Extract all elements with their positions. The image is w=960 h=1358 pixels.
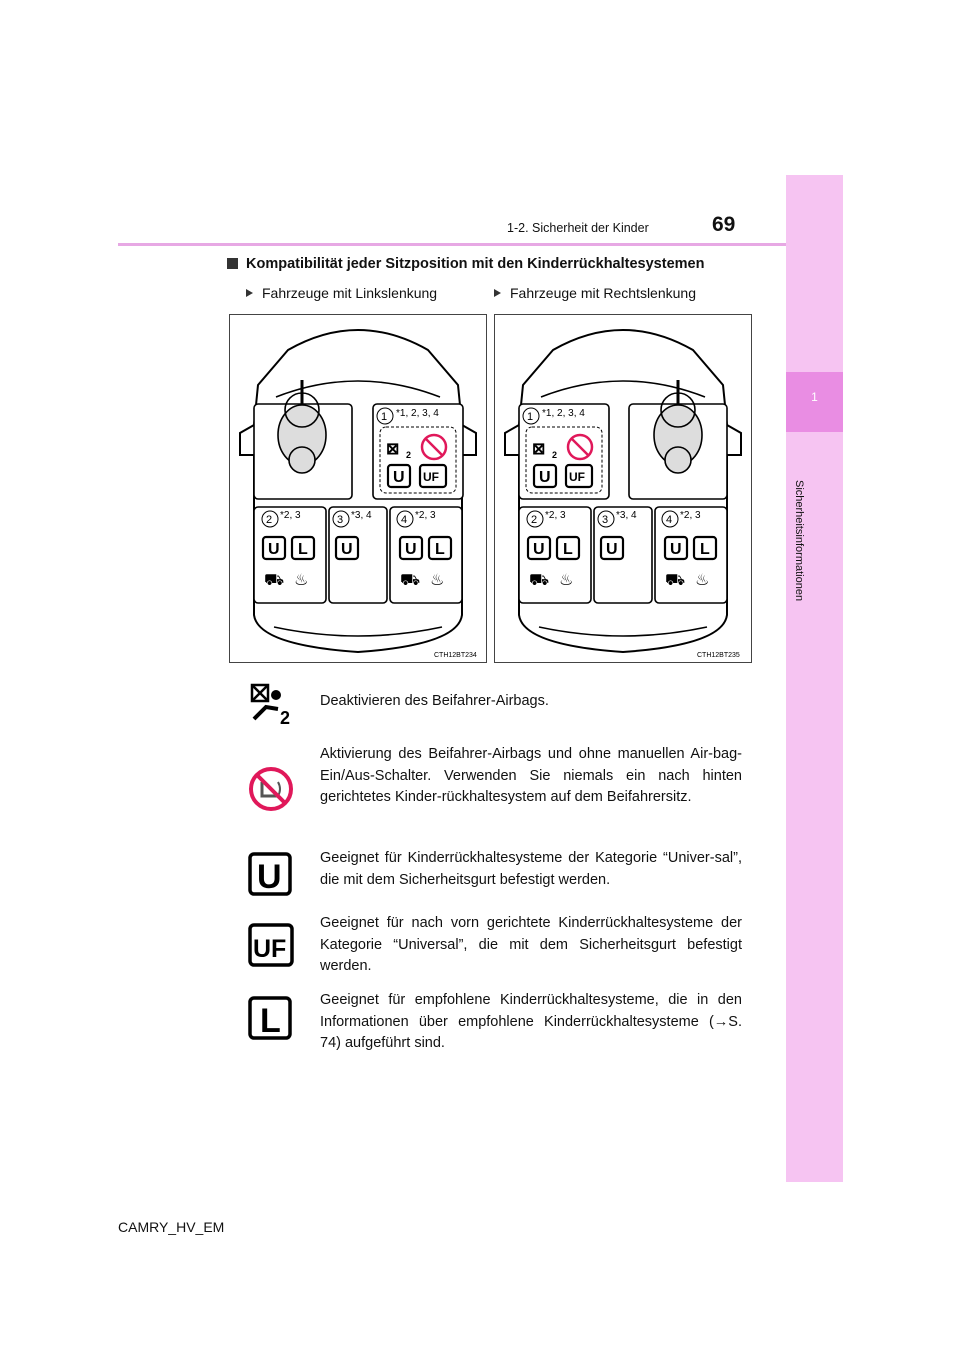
figure-label-rhd: Fahrzeuge mit Rechtslenkung bbox=[494, 285, 696, 301]
svg-text:U: U bbox=[257, 858, 282, 896]
svg-text:⛟: ⛟ bbox=[529, 572, 549, 589]
svg-text:♨: ♨ bbox=[695, 572, 709, 589]
no-rear-facing-seat-icon bbox=[249, 767, 293, 811]
legend-text: Geeignet für empfohlene Kinderrückhaltes… bbox=[320, 992, 742, 1051]
rhd-seat-1-u-code: U bbox=[539, 469, 551, 486]
svg-text:⛟: ⛟ bbox=[400, 572, 420, 589]
svg-text:♨: ♨ bbox=[294, 572, 308, 589]
uf-box-icon: UF bbox=[248, 923, 294, 967]
svg-text:2: 2 bbox=[280, 708, 290, 725]
seat-4-l-code: L bbox=[435, 541, 445, 558]
svg-text:⊠: ⊠ bbox=[386, 441, 399, 458]
svg-text:UF: UF bbox=[253, 935, 286, 963]
seat-1-note: *1, 2, 3, 4 bbox=[396, 408, 439, 419]
rhd-seat-3-note: *3, 4 bbox=[616, 510, 637, 521]
legend-text: Aktivierung des Beifahrer-Airbags und oh… bbox=[320, 746, 742, 805]
header-rule bbox=[118, 243, 786, 246]
svg-text:♨: ♨ bbox=[430, 572, 444, 589]
section-heading: Kompatibilität jeder Sitzposition mit de… bbox=[227, 256, 704, 272]
page-number: 69 bbox=[712, 213, 736, 236]
figure-code-lhd: CTH12BT234 bbox=[434, 652, 477, 659]
u-box-icon: U bbox=[248, 852, 292, 896]
rhd-seat-3-u-code: U bbox=[606, 541, 618, 558]
rhd-seat-4-note: *2, 3 bbox=[680, 510, 701, 521]
rhd-seat-2-note: *2, 3 bbox=[545, 510, 566, 521]
seat-3-u-code: U bbox=[341, 541, 353, 558]
svg-text:⛟: ⛟ bbox=[264, 572, 284, 589]
rhd-seat-2-number: 2 bbox=[531, 514, 537, 526]
seat-1-number: 1 bbox=[381, 411, 387, 423]
svg-text:2: 2 bbox=[406, 450, 411, 460]
seat-4-number: 4 bbox=[401, 514, 407, 526]
svg-text:⛟: ⛟ bbox=[665, 572, 685, 589]
chapter-chip bbox=[786, 372, 843, 432]
seat-3-number: 3 bbox=[337, 514, 343, 526]
seat-diagram-lhd: 1 *1, 2, 3, 4 ⊠ 2 U UF 2 *2, 3 3 *3, 4 4… bbox=[229, 314, 487, 663]
legend-text: Geeignet für nach vorn gerichtete Kinder… bbox=[320, 915, 742, 974]
legend-text: Geeignet für Kinderrückhaltesysteme der … bbox=[320, 850, 742, 888]
figure-label-lhd: Fahrzeuge mit Linkslenkung bbox=[246, 285, 437, 301]
svg-text:⊠: ⊠ bbox=[532, 441, 545, 458]
rhd-seat-4-number: 4 bbox=[666, 514, 672, 526]
side-tab bbox=[786, 175, 843, 1182]
rhd-seat-4-l-code: L bbox=[700, 541, 710, 558]
seat-diagram-rhd: 1 *1, 2, 3, 4 ⊠ 2 U UF 2 *2, 3 3 *3, 4 4… bbox=[494, 314, 752, 663]
seat-4-u-code: U bbox=[405, 541, 417, 558]
svg-text:L: L bbox=[260, 1002, 281, 1040]
rhd-seat-1-uf-code: UF bbox=[569, 470, 585, 484]
seat-2-l-code: L bbox=[298, 541, 308, 558]
rhd-seat-2-l-code: L bbox=[563, 541, 573, 558]
seat-2-u-code: U bbox=[268, 541, 280, 558]
l-box-icon: L bbox=[248, 996, 292, 1040]
seat-2-note: *2, 3 bbox=[280, 510, 301, 521]
arrow-bullet-icon bbox=[494, 289, 501, 297]
rhd-seat-4-u-code: U bbox=[670, 541, 682, 558]
seat-4-note: *2, 3 bbox=[415, 510, 436, 521]
seat-1-u-code: U bbox=[393, 469, 405, 486]
rhd-seat-1-note: *1, 2, 3, 4 bbox=[542, 408, 585, 419]
airbag-off-icon: 2 bbox=[250, 683, 290, 725]
legend-text: Deaktivieren des Beifahrer-Airbags. bbox=[320, 693, 549, 709]
seat-1-uf-code: UF bbox=[423, 470, 439, 484]
seat-3-note: *3, 4 bbox=[351, 510, 372, 521]
seat-2-number: 2 bbox=[266, 514, 272, 526]
chapter-number: 1 bbox=[811, 390, 818, 404]
figure-code-rhd: CTH12BT235 bbox=[697, 652, 740, 659]
footer-model-code: CAMRY_HV_EM bbox=[118, 1219, 225, 1235]
arrow-bullet-icon bbox=[246, 289, 253, 297]
svg-text:2: 2 bbox=[552, 450, 557, 460]
rhd-seat-3-number: 3 bbox=[602, 514, 608, 526]
rhd-seat-1-number: 1 bbox=[527, 411, 533, 423]
square-bullet-icon bbox=[227, 258, 238, 269]
rhd-seat-2-u-code: U bbox=[533, 541, 545, 558]
section-title: 1-2. Sicherheit der Kinder bbox=[507, 221, 649, 235]
svg-text:♨: ♨ bbox=[559, 572, 573, 589]
chapter-label: Sicherheitsinformationen bbox=[793, 480, 805, 602]
